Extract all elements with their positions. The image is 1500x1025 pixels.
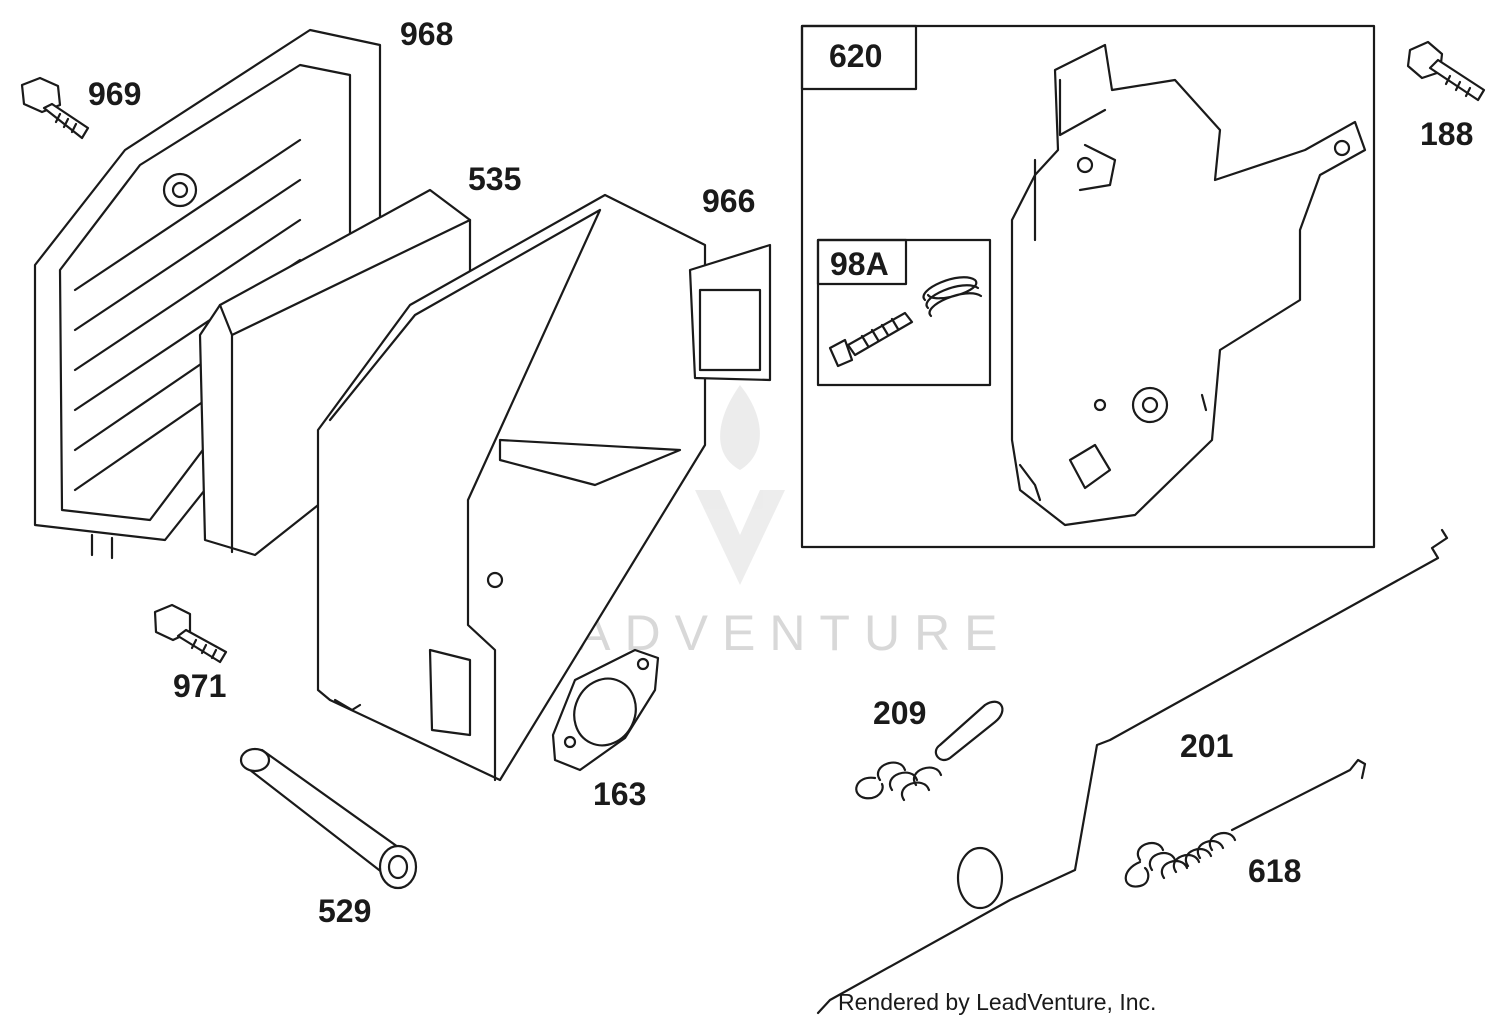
footer-credit: Rendered by LeadVenture, Inc. — [838, 989, 1156, 1015]
part-188-screw[interactable] — [1406, 40, 1486, 102]
callout-188: 188 — [1420, 116, 1473, 152]
callout-966: 966 — [702, 183, 755, 219]
part-968-air-filter-cover[interactable] — [33, 28, 382, 560]
callout-620: 620 — [829, 38, 882, 74]
callout-201: 201 — [1180, 728, 1233, 764]
part-971-screw[interactable] — [153, 603, 228, 664]
callout-163: 163 — [593, 776, 646, 812]
callout-618: 618 — [1248, 853, 1301, 889]
part-618-spring[interactable] — [1124, 758, 1367, 888]
part-529-tube[interactable] — [239, 747, 418, 890]
callout-968: 968 — [400, 16, 453, 52]
callout-98a: 98A — [830, 246, 889, 282]
part-98a-screw-spring-kit[interactable] — [816, 238, 992, 387]
part-535-filter-element[interactable] — [198, 188, 472, 557]
watermark-logo-icon — [695, 385, 785, 585]
part-163-gasket[interactable] — [551, 648, 660, 772]
callout-535: 535 — [468, 161, 521, 197]
callout-969: 969 — [88, 76, 141, 112]
callout-971: 971 — [173, 668, 226, 704]
part-201-link-rod[interactable] — [816, 528, 1449, 1015]
callout-209: 209 — [873, 695, 926, 731]
part-966-air-cleaner-base[interactable] — [316, 193, 772, 782]
callout-529: 529 — [318, 893, 371, 929]
part-969-screw[interactable] — [20, 76, 90, 140]
part-209-spring[interactable] — [855, 700, 1004, 802]
